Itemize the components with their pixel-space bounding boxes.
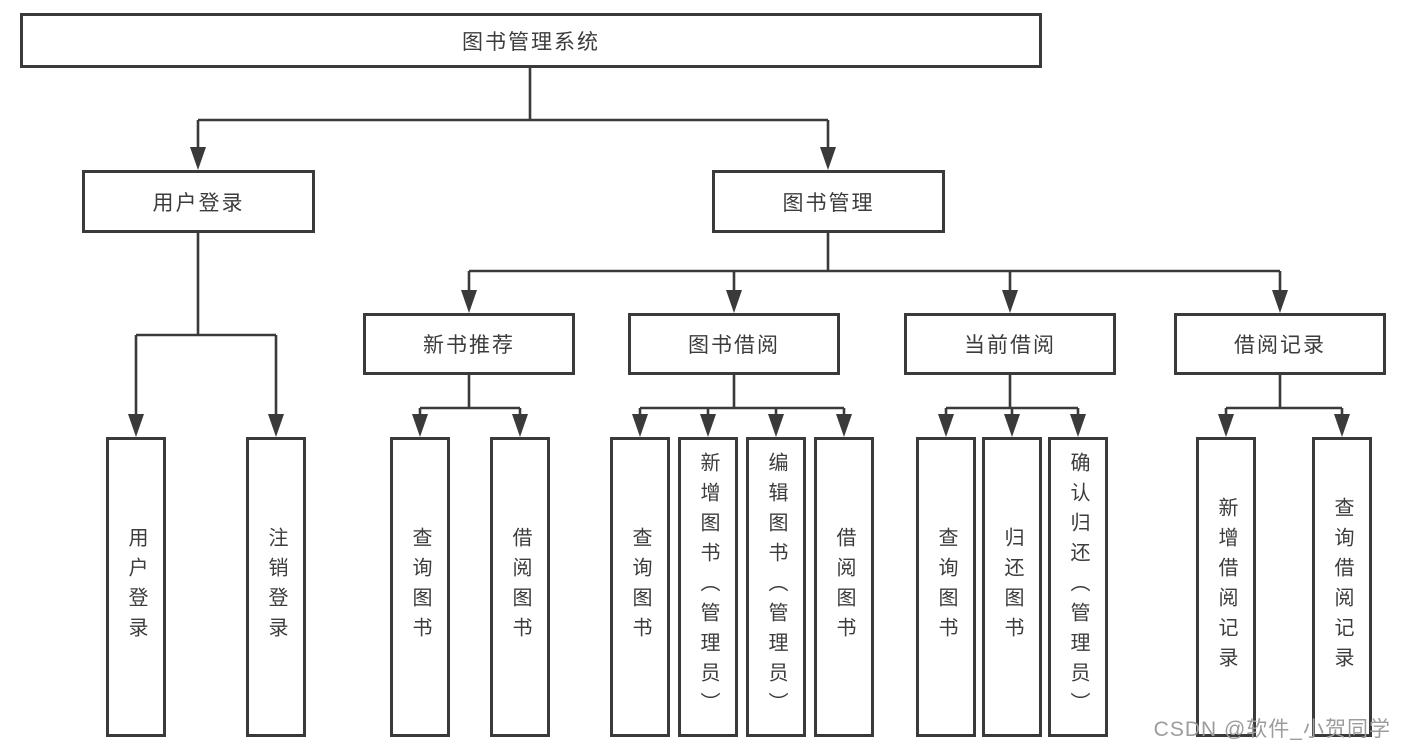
arrowhead-down	[726, 290, 742, 313]
arrowhead-down	[768, 414, 784, 437]
node-book-borrowing: 图书借阅	[628, 313, 840, 375]
node-current-borrowing: 当前借阅	[904, 313, 1116, 375]
arrowhead-down	[700, 414, 716, 437]
csdn-watermark: CSDN @软件_小贺同学	[1153, 718, 1391, 741]
arrowhead-down	[461, 290, 477, 313]
arrowhead-down	[836, 414, 852, 437]
arrowhead-down	[820, 147, 836, 170]
leaf-add-borrow-record: 新增借阅记录	[1196, 437, 1256, 737]
leaf-query-books-borrowing: 查询图书	[610, 437, 670, 737]
arrowhead-down	[268, 414, 284, 437]
leaf-borrow-books-borrowing-label: 借阅图书	[833, 527, 855, 647]
arrowhead-down	[412, 414, 428, 437]
leaf-user-login: 用户登录	[106, 437, 166, 737]
arrowhead-down	[632, 414, 648, 437]
leaf-borrow-books-borrowing: 借阅图书	[814, 437, 874, 737]
leaf-add-borrow-record-label: 新增借阅记录	[1215, 497, 1237, 677]
leaf-add-book-admin: 新增图书（管理员）	[678, 437, 738, 737]
leaf-add-book-admin-label: 新增图书（管理员）	[697, 452, 719, 722]
leaf-borrow-books-recommend: 借阅图书	[490, 437, 550, 737]
leaf-return-books: 归还图书	[982, 437, 1042, 737]
node-user-login: 用户登录	[82, 170, 315, 233]
arrowhead-down	[1002, 290, 1018, 313]
leaf-query-books-borrowing-label: 查询图书	[629, 527, 651, 647]
leaf-query-books-recommend: 查询图书	[390, 437, 450, 737]
arrowhead-down	[190, 147, 206, 170]
node-root-library-management-system: 图书管理系统	[20, 13, 1042, 68]
leaf-return-books-label: 归还图书	[1001, 527, 1023, 647]
leaf-edit-book-admin-label: 编辑图书（管理员）	[765, 452, 787, 722]
leaf-confirm-return-admin-label: 确认归还（管理员）	[1067, 452, 1089, 722]
leaf-query-borrow-record-label: 查询借阅记录	[1331, 497, 1353, 677]
node-borrowing-records: 借阅记录	[1174, 313, 1386, 375]
arrowhead-down	[1070, 414, 1086, 437]
leaf-query-books-recommend-label: 查询图书	[409, 527, 431, 647]
leaf-query-books-current-label: 查询图书	[935, 527, 957, 647]
leaf-confirm-return-admin: 确认归还（管理员）	[1048, 437, 1108, 737]
arrowhead-down	[1004, 414, 1020, 437]
arrowhead-down	[1218, 414, 1234, 437]
node-book-management: 图书管理	[712, 170, 945, 233]
leaf-query-books-current: 查询图书	[916, 437, 976, 737]
leaf-borrow-books-recommend-label: 借阅图书	[509, 527, 531, 647]
leaf-logout-label: 注销登录	[265, 527, 287, 647]
arrowhead-down	[512, 414, 528, 437]
leaf-logout: 注销登录	[246, 437, 306, 737]
leaf-user-login-label: 用户登录	[125, 527, 147, 647]
arrowhead-down	[1334, 414, 1350, 437]
arrowhead-down	[1272, 290, 1288, 313]
arrowhead-down	[938, 414, 954, 437]
leaf-query-borrow-record: 查询借阅记录	[1312, 437, 1372, 737]
node-new-book-recommend: 新书推荐	[363, 313, 575, 375]
leaf-edit-book-admin: 编辑图书（管理员）	[746, 437, 806, 737]
arrowhead-down	[128, 414, 144, 437]
